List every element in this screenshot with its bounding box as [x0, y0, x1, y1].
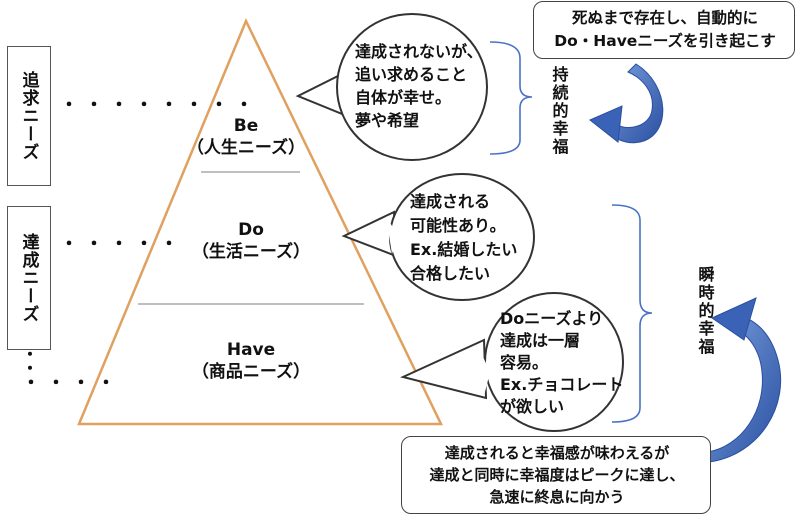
level-have-label: Have （商品ニーズ）: [176, 340, 326, 384]
bubble-have-line-1: Doニーズより: [500, 309, 604, 328]
bubble-have-line-4: Ex.チョコレート: [500, 375, 624, 394]
happiness-momentary: 瞬時的幸福: [695, 266, 715, 356]
bubble-be-shape: [295, 13, 488, 161]
bubble-be-line-4: 夢や希望: [355, 111, 420, 130]
level-do-name: Do: [238, 220, 264, 240]
note-bottom-text: 達成されると幸福感が味わえるが 達成と同時に幸福度はピークに達し、 急速に終息に…: [402, 442, 712, 508]
bubble-do-text: 達成される 可能性あり。 Ex.結婚したい 合格したい: [410, 190, 517, 286]
bubble-have-line-2: 達成は一層: [500, 331, 581, 350]
pyramid: [77, 17, 443, 426]
bubble-be-line-3: 自体が幸せ。: [355, 88, 452, 107]
bubble-be-text: 達成されないが、 追い求めること 自体が幸せ。 夢や希望: [355, 40, 483, 132]
side-label-achieve-box: 達成ニーズ: [7, 206, 51, 350]
level-be-sub: （人生ニーズ）: [186, 137, 306, 158]
bubble-do-line-2: 可能性あり。: [410, 216, 506, 235]
dotted-leader-have: ・・・・: [22, 373, 122, 394]
note-top: 死ぬまで存在し、自動的に Do・Haveニーズを引き起こす: [533, 1, 795, 59]
bubble-have-text: Doニーズより 達成は一層 容易。 Ex.チョコレート が欲しい: [500, 308, 623, 418]
side-label-achieve: 達成ニーズ: [18, 233, 39, 323]
side-label-pursuit: 追求ニーズ: [18, 71, 39, 161]
bubble-have-line-5: が欲しい: [500, 397, 565, 416]
arrow-bottom-curve: [707, 297, 782, 463]
side-label-pursuit-box: 追求ニーズ: [7, 46, 51, 186]
level-be-name: Be: [233, 116, 259, 136]
bubble-do-line-4: 合格したい: [410, 264, 491, 283]
bubble-be-line-1: 達成されないが、: [355, 42, 483, 61]
level-be-label: Be （人生ニーズ）: [186, 116, 306, 160]
note-top-line-2: Do・Haveニーズを引き起こす: [554, 32, 776, 50]
bubble-do-line-3: Ex.結婚したい: [410, 240, 518, 259]
dotted-leader-be: ・・・・・・・・: [60, 95, 260, 116]
dotted-leader-vertical: ・・: [22, 345, 39, 378]
happiness-lasting: 持続的幸福: [549, 66, 569, 156]
note-top-line-1: 死ぬまで存在し、自動的に: [571, 9, 758, 27]
level-do-label: Do （生活ニーズ）: [186, 220, 316, 264]
bracket-lasting: [489, 41, 533, 155]
note-bottom-line-3: 急速に終息に向かう: [489, 488, 625, 506]
level-have-sub: （商品ニーズ）: [191, 361, 311, 382]
level-do-sub: （生活ニーズ）: [191, 241, 311, 262]
note-top-text: 死ぬまで存在し、自動的に Do・Haveニーズを引き起こす: [534, 7, 796, 53]
level-have-name: Have: [226, 340, 276, 360]
bracket-momentary: [611, 204, 653, 423]
bubble-be-line-2: 追い求めること: [355, 65, 468, 84]
bubble-do-shape: [341, 173, 535, 301]
arrow-top-curve: [589, 63, 664, 144]
note-bottom: 達成されると幸福感が味わえるが 達成と同時に幸福度はピークに達し、 急速に終息に…: [401, 436, 711, 514]
bubble-have-line-3: 容易。: [500, 353, 549, 372]
dotted-leader-do: ・・・・・: [60, 234, 185, 255]
note-bottom-line-2: 達成と同時に幸福度はピークに達し、: [429, 466, 685, 484]
bubble-have-shape: [399, 292, 624, 432]
note-bottom-line-1: 達成されると幸福感が味わえるが: [444, 444, 670, 462]
bubble-do-line-1: 達成される: [410, 192, 491, 211]
